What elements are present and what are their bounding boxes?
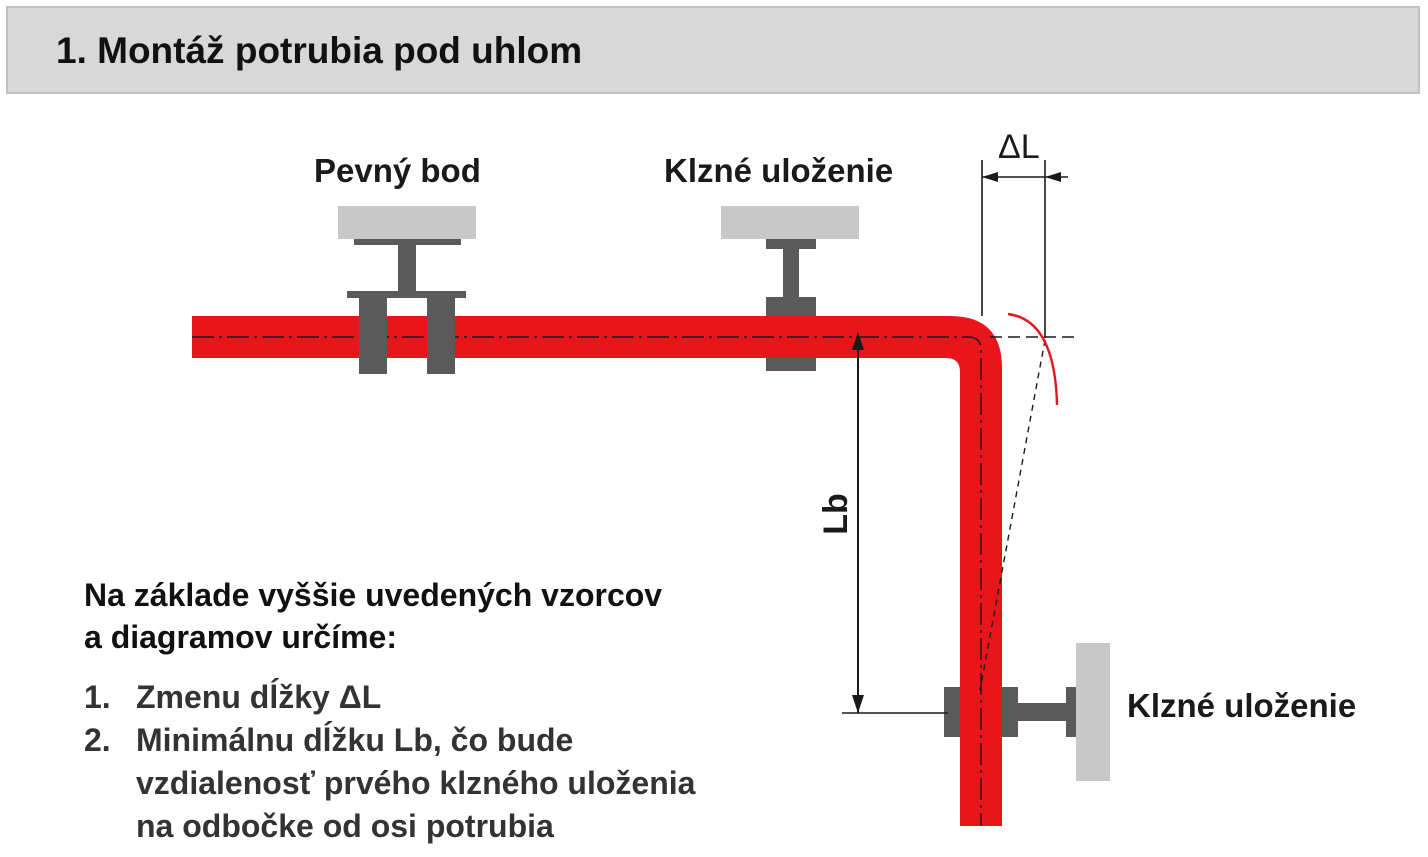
deflection-line (979, 339, 1046, 691)
step-item: 2. Minimálnu dĺžku Lb, čo bude vzdialeno… (84, 719, 844, 848)
step-line: Minimálnu dĺžku Lb, čo bude (136, 722, 574, 758)
title-bar: 1. Montáž potrubia pod uhlom (6, 6, 1420, 94)
intro-text: Na základe vyššie uvedených vzorcov a di… (84, 574, 784, 658)
step-number: 1. (84, 679, 111, 715)
step-line: na odbočke od osi potrubia (136, 808, 554, 844)
page-title: 1. Montáž potrubia pod uhlom (56, 30, 583, 71)
intro-line-2: a diagramov určíme: (84, 619, 397, 655)
delta-l-dimension (981, 160, 1068, 338)
sliding-support-label-top: Klzné uloženie (664, 152, 894, 189)
fixed-point-label: Pevný bod (314, 152, 481, 189)
steps-list: 1. Zmenu dĺžky ΔL 2. Minimálnu dĺžku Lb,… (84, 676, 844, 848)
step-item: 1. Zmenu dĺžky ΔL (84, 676, 844, 719)
step-number: 2. (84, 722, 111, 758)
sliding-support-label-bottom: Klzné uloženie (1127, 687, 1357, 724)
step-line: Zmenu dĺžky ΔL (136, 679, 382, 715)
sliding-support-bottom (944, 643, 1110, 781)
fixed-point-support (338, 206, 476, 374)
intro-line-1: Na základe vyššie uvedených vzorcov (84, 577, 663, 613)
pipe-centerline (192, 336, 982, 826)
step-line: vzdialenosť prvého klzného uloženia (136, 765, 696, 801)
sliding-support-top (721, 206, 859, 371)
delta-l-label: ΔL (998, 128, 1040, 166)
displaced-corner-curve (1007, 312, 1059, 406)
lb-dimension (842, 332, 948, 714)
lb-label: Lb (817, 493, 855, 535)
